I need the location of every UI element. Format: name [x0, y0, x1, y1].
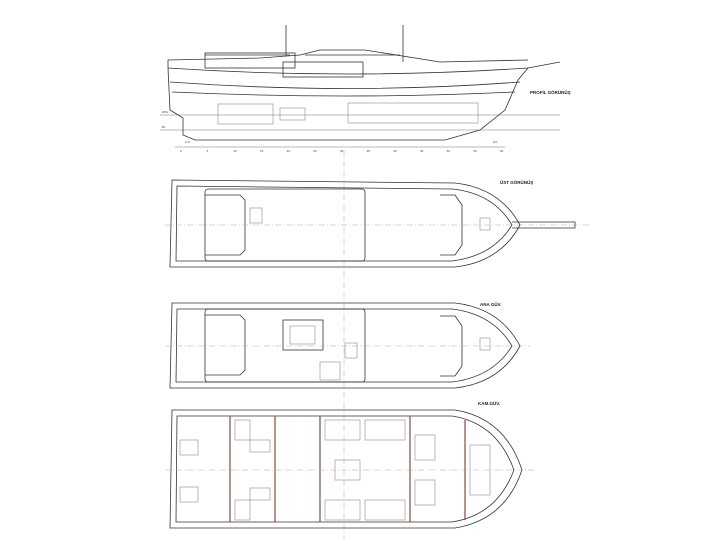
profile-view-label: PROFİL GÖRÜNÜŞ: [530, 89, 571, 95]
dwl-label: DWL: [162, 110, 169, 114]
profile-view: PROFİL GÖRÜNÜŞ A.P. F.P. DWL BL 0 5 10 15 20…: [160, 25, 571, 153]
cabin-deck-view: KAM.GÜV.: [165, 400, 535, 529]
top-view: ÜST GÖRÜNÜŞ: [165, 179, 590, 268]
station-tick-label: 20: [287, 149, 291, 153]
station-tick-label: 35: [367, 149, 371, 153]
station-tick-label: 0: [180, 149, 182, 153]
main-deck-label: ANA GÜV.: [480, 301, 501, 307]
station-tick-label: 10: [233, 149, 237, 153]
station-tick-label: 50: [447, 149, 451, 153]
station-tick-label: 45: [420, 149, 424, 153]
station-tick-label: 55: [473, 149, 477, 153]
station-tick-label: 60: [500, 149, 504, 153]
top-view-label: ÜST GÖRÜNÜŞ: [500, 179, 533, 185]
station-scale: 0 5 10 15 20 25 30 35 40 45 50 55 60: [180, 149, 504, 153]
station-tick-label: 30: [340, 149, 344, 153]
cabin-deck-label: KAM.GÜV.: [478, 400, 500, 406]
station-tick-label: 40: [393, 149, 397, 153]
station-tick-label: 15: [260, 149, 264, 153]
aft-perpendicular-label: A.P.: [185, 140, 190, 144]
fwd-perpendicular-label: F.P.: [493, 140, 498, 144]
station-tick-label: 5: [207, 149, 209, 153]
main-deck-view: ANA GÜV.: [165, 301, 530, 389]
station-tick-label: 25: [313, 149, 317, 153]
bl-label: BL: [162, 125, 166, 129]
